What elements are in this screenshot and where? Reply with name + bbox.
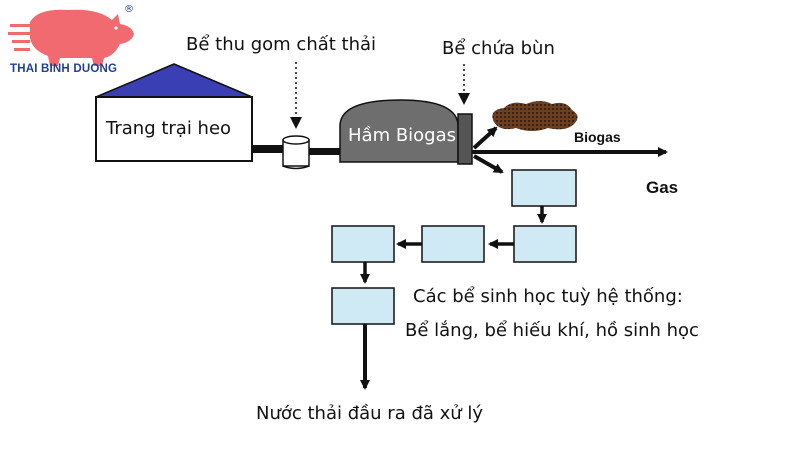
sludge-tank [457, 113, 473, 165]
process-box-4 [331, 225, 395, 263]
process-box-5 [331, 287, 395, 325]
farm-building [95, 96, 253, 162]
registered-mark: ® [124, 4, 134, 15]
biogas-digester [339, 99, 459, 163]
pig-icon [8, 9, 134, 66]
brand-name: THAI BINH DUONG [10, 63, 118, 75]
sludge-pile [492, 101, 578, 131]
arrow-to-box1 [473, 154, 504, 174]
biogas-digester-label: Hầm Biogas [348, 125, 457, 146]
sludge-tank-label: Bể chứa bùn [442, 38, 555, 59]
arrow-to-sludge [472, 126, 498, 150]
gas-label: Gas [646, 178, 679, 197]
biogas-output-label: Biogas [574, 129, 621, 145]
collection-tank-icon [282, 135, 310, 170]
brand-logo [8, 4, 148, 84]
pipe-farm-tank [252, 145, 284, 153]
treated-water-label: Nước thải đầu ra đã xử lý [256, 403, 484, 424]
process-box-2 [513, 225, 577, 263]
collection-tank-label: Bể thu gom chất thải [186, 34, 377, 55]
bio-tanks-label-line2: Bể lắng, bể hiếu khí, hồ sinh học [405, 320, 699, 341]
farm-roof [95, 63, 253, 98]
process-box-3 [421, 225, 485, 263]
bio-tanks-label-line1: Các bể sinh học tuỳ hệ thống: [413, 286, 683, 307]
process-box-1 [511, 169, 577, 207]
pipe-tank-biogas [309, 148, 341, 155]
farm-label: Trang trại heo [106, 118, 232, 139]
